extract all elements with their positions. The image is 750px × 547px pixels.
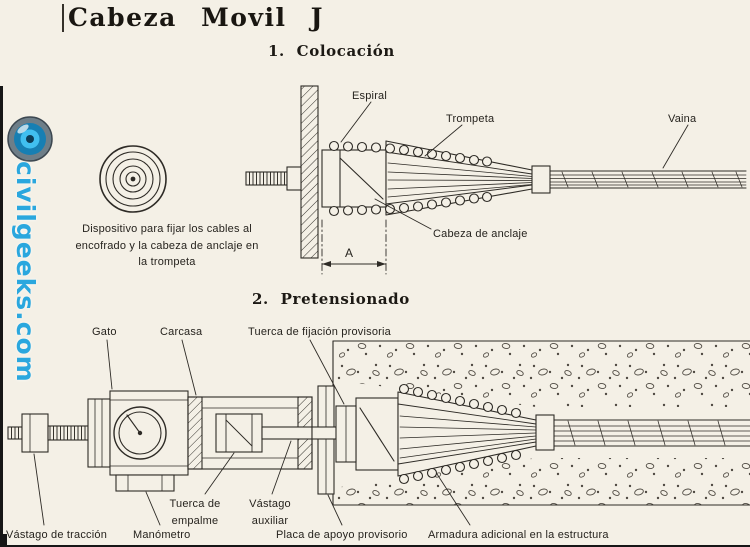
fixing-rod <box>245 166 302 191</box>
sheath <box>549 170 747 189</box>
label-tuerca-fijacion: Tuerca de fijación provisoria <box>248 326 391 338</box>
duct-coupling <box>531 165 551 194</box>
fixing-device-front-view <box>99 145 167 213</box>
diagram2-pretensionado <box>7 339 750 526</box>
label-manometro: Manómetro <box>133 529 191 541</box>
scan-edge-corner <box>0 534 7 547</box>
scan-edge-left <box>0 86 3 547</box>
page-title: Cabeza Movil J <box>68 3 324 32</box>
diagram1-colocacion <box>99 85 747 275</box>
label-vastago-traccion: Vástago de tracción <box>6 529 108 541</box>
label-carcasa: Carcasa <box>160 326 203 338</box>
pull-rod-stub <box>7 426 23 440</box>
leader-lines <box>340 101 689 230</box>
section-2-heading: 2. Pretensionado <box>252 290 410 308</box>
scan-margin-mark <box>62 4 64 32</box>
label-vaina: Vaina <box>668 113 697 125</box>
jack-assembly <box>7 385 357 495</box>
label-armadura: Armadura adicional en la estructura <box>428 529 609 541</box>
label-cabeza-de-anclaje: Cabeza de anclaje <box>433 228 528 240</box>
watermark-text: civilgeeks.com <box>11 161 40 383</box>
leader-lines-2 <box>33 339 471 526</box>
jack-bracket <box>115 474 175 492</box>
auxiliary-rod <box>261 426 313 440</box>
dimension-a <box>321 219 387 275</box>
label-dimension-a: A <box>345 246 354 260</box>
anchor-head <box>321 149 387 208</box>
spiral-2 <box>398 383 522 485</box>
pull-rod-block <box>21 413 49 453</box>
scan-edge-bottom <box>0 545 750 547</box>
logo-orb-icon <box>7 116 53 162</box>
cables <box>387 162 533 198</box>
label-trompeta: Trompeta <box>446 113 495 125</box>
spiral <box>328 140 493 217</box>
jack-flange <box>87 398 111 468</box>
sheath-2 <box>553 419 750 447</box>
label-vastago-auxiliar: Vástago auxiliar <box>249 498 291 527</box>
cables-2 <box>399 415 537 459</box>
formwork-board <box>300 85 319 259</box>
pull-rod-thread <box>47 425 89 441</box>
section-1-heading: 1. Colocación <box>268 42 395 60</box>
label-placa-apoyo: Placa de apoyo provisorio <box>276 529 408 541</box>
duct-coupling-2 <box>535 414 555 451</box>
gauge-needle <box>126 414 141 434</box>
label-gato: Gato <box>92 326 117 338</box>
label-espiral: Espiral <box>352 90 388 102</box>
label-tuerca-empalme: Tuerca de empalme <box>169 498 221 527</box>
label-dispositivo: Dispositivo para fijar los cables al enc… <box>75 223 259 268</box>
